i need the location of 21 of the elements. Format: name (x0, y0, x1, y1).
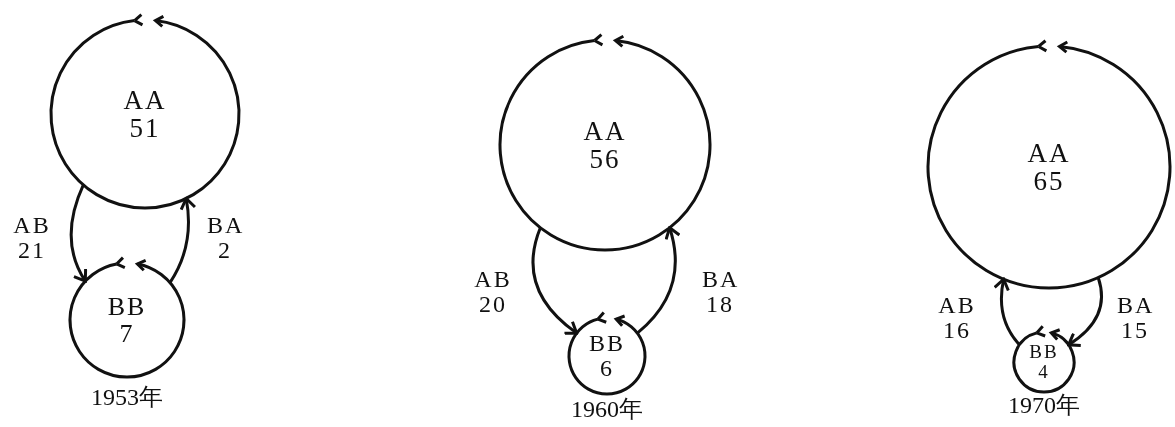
node-value: 51 (129, 114, 161, 143)
arrow (531, 227, 579, 335)
node-value: 4 (1038, 362, 1050, 382)
node-label: AA (583, 116, 627, 145)
year-caption: 1953年 (91, 385, 163, 411)
year-caption: 1960年 (571, 397, 643, 423)
arrow (636, 226, 681, 335)
node-label: BB (589, 330, 625, 356)
node-label: AA (1027, 138, 1071, 167)
arrow (993, 277, 1021, 346)
arrow (168, 197, 197, 284)
node-value: 56 (589, 145, 621, 174)
node-value: 65 (1033, 167, 1065, 196)
node-label: BB (1029, 342, 1059, 362)
year-caption: 1970年 (1008, 393, 1080, 419)
arrow (69, 184, 88, 283)
node-value: 7 (119, 320, 135, 348)
node-label: BB (107, 292, 147, 320)
arrow (1067, 277, 1103, 347)
node-value: 6 (600, 356, 614, 382)
node-label: AA (123, 85, 167, 114)
